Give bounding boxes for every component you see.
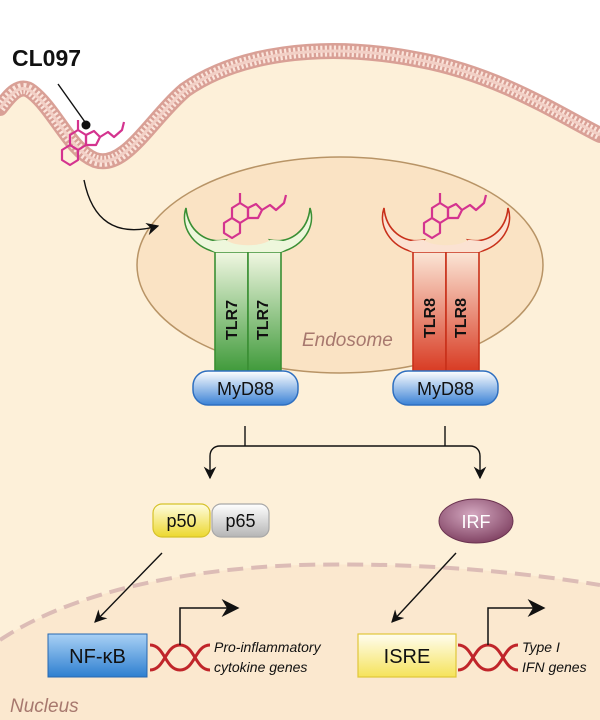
genes-left-line1: Pro-inflammatory <box>214 639 322 655</box>
isre-box <box>357 633 457 678</box>
ligand-label: CL097 <box>12 45 81 71</box>
nucleus-label: Nucleus <box>10 696 79 717</box>
nuclear-envelope <box>0 562 600 642</box>
p50-label: p50 <box>166 511 196 531</box>
p65-box <box>211 503 270 538</box>
endosome-label: Endosome <box>302 330 393 351</box>
ligand-molecule-tlr7 <box>222 193 288 240</box>
ligand-pointer-dot <box>81 120 91 130</box>
tlr8-label-a: TLR8 <box>422 298 439 338</box>
genes-left-line2: cytokine genes <box>214 659 307 675</box>
arrow-to-isre <box>391 552 457 623</box>
ligand-molecule-tlr8 <box>422 193 488 240</box>
myd88-left <box>192 370 299 406</box>
myd88-right-label: MyD88 <box>417 379 474 399</box>
signaling-connector <box>209 426 481 474</box>
transcription-arrow-right <box>487 599 546 645</box>
tlr8-label-b: TLR8 <box>453 298 470 338</box>
p50-box <box>152 503 211 538</box>
genes-right-line1: Type I <box>522 639 560 655</box>
myd88-left-label: MyD88 <box>217 379 274 399</box>
genes-right-line2: IFN genes <box>522 659 587 675</box>
tlr8-receptor <box>381 207 511 373</box>
irf-ellipse <box>438 498 514 544</box>
transcription-arrow-left <box>179 599 240 645</box>
isre-label: ISRE <box>384 646 431 668</box>
p65-label: p65 <box>225 511 255 531</box>
irf-label: IRF <box>462 512 491 532</box>
nucleus <box>0 564 600 720</box>
arrow-to-nfkb <box>94 552 163 623</box>
nfkb-box <box>47 633 148 678</box>
uptake-arrow <box>83 179 160 236</box>
tlr7-label-b: TLR7 <box>255 300 272 340</box>
ligand-molecule-free <box>60 120 126 167</box>
myd88-right <box>392 370 499 406</box>
tlr7-label-a: TLR7 <box>224 300 241 340</box>
ligand-pointer <box>57 83 86 123</box>
nfkb-label: NF-κB <box>69 646 126 668</box>
